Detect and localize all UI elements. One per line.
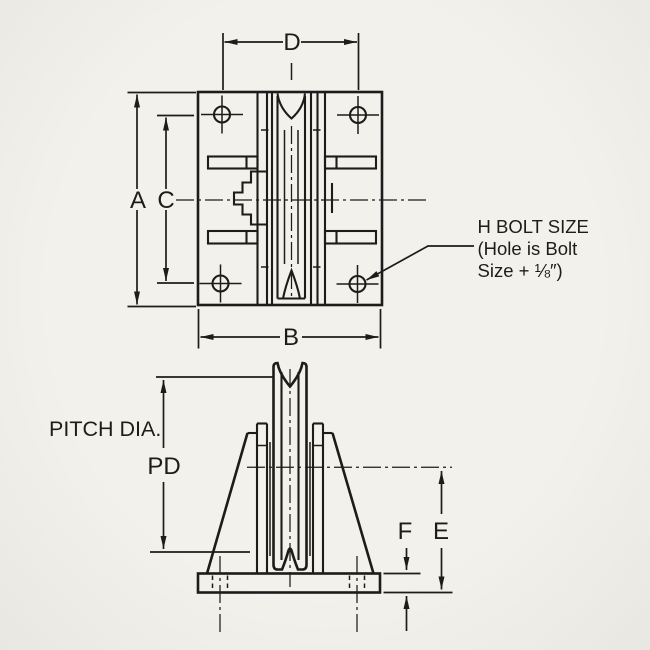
bolt-note-line-1: H BOLT SIZE	[478, 216, 589, 237]
bolt-hole-bottom-left	[199, 264, 242, 303]
dim-label-c: C	[157, 187, 174, 214]
bolt-note: H BOLT SIZE (Hole is Bolt Size + ⅛″)	[366, 216, 589, 281]
dim-a: A	[127, 91, 196, 308]
dim-label-d: D	[283, 29, 300, 56]
dim-d: D	[222, 29, 360, 90]
bolt-holes	[199, 95, 379, 303]
bearing-boss-steps	[232, 170, 267, 226]
front-view-drawing: PITCH DIA. PD F E	[49, 361, 453, 632]
dim-e: E	[383, 471, 453, 594]
dim-label-b: B	[283, 324, 299, 351]
pulley-stand	[205, 422, 375, 574]
dim-f: F	[383, 518, 421, 631]
frame-side-members	[256, 92, 327, 305]
base-plate	[196, 556, 382, 632]
mounting-plate-outline	[196, 90, 384, 307]
bolt-hole-bottom-right	[336, 265, 379, 303]
bolt-note-line-2: (Hole is Bolt	[478, 238, 578, 259]
dim-label-e: E	[433, 518, 449, 545]
dim-label-a: A	[130, 187, 146, 214]
dim-b: B	[197, 309, 382, 351]
bolt-note-line-3: Size + ⅛″)	[478, 260, 563, 281]
bolt-hole-top-left	[201, 95, 243, 134]
groove-top-v	[276, 93, 307, 120]
bolt-hole-top-right	[337, 96, 379, 134]
frame-tick-marks	[261, 129, 321, 268]
bolt-note-leader-arrow	[366, 245, 474, 281]
dim-c: C	[157, 114, 194, 284]
pitch-dia-label: PITCH DIA.	[49, 417, 161, 441]
dim-label-pd: PD	[147, 453, 180, 480]
dim-label-f: F	[398, 518, 413, 545]
dim-pd: PITCH DIA. PD	[49, 376, 273, 553]
plan-view-drawing: D A C B H BOLT SIZE	[127, 29, 589, 351]
sheave-plan	[270, 92, 313, 305]
groove-bottom-v	[281, 267, 302, 299]
spacer-straps	[206, 155, 378, 245]
